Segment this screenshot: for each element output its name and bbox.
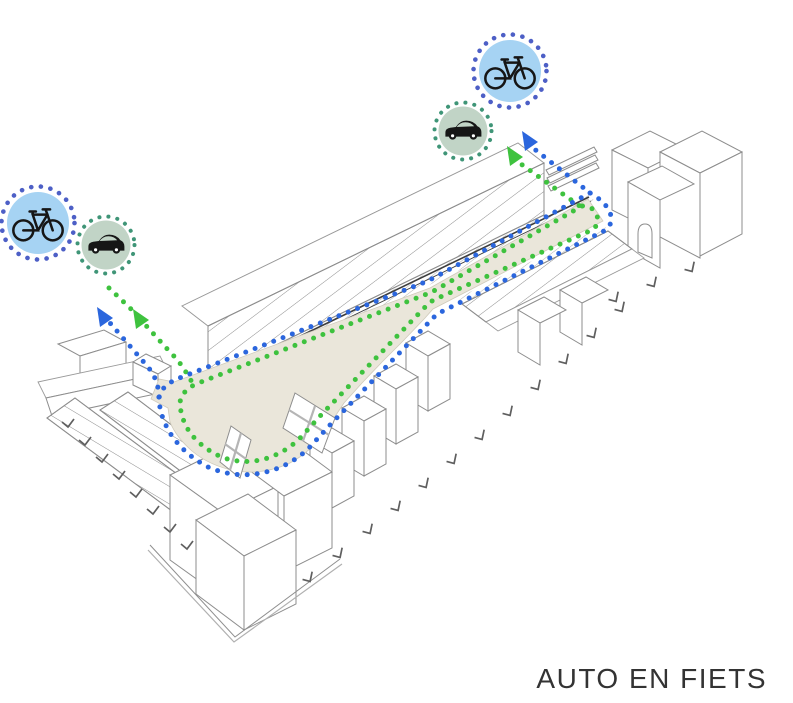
route-auto-loop	[177, 203, 601, 464]
dotted-ring	[75, 214, 137, 276]
plinth-outline	[147, 549, 343, 643]
route-auto-spur-left	[137, 316, 197, 387]
route-arrow-fiets-right	[522, 131, 538, 151]
building-massing	[37, 130, 744, 643]
route-arrow-auto-left	[133, 309, 149, 329]
route-fiets-spur-left	[101, 313, 162, 401]
dotted-ring	[471, 32, 549, 110]
car-icon	[88, 234, 125, 254]
route-fiets-spur-right	[525, 141, 593, 196]
route-arrow-auto-right	[507, 146, 523, 166]
badge-bike-right	[471, 32, 549, 110]
route-arrow-fiets-left	[97, 307, 113, 327]
deck	[150, 198, 604, 479]
bicycle-icon	[12, 208, 64, 242]
car-icon	[445, 120, 482, 140]
routes	[97, 131, 614, 478]
south-row	[458, 225, 645, 366]
dotted-ring	[0, 184, 77, 262]
route-auto-spur-left-tail	[106, 285, 134, 312]
route-auto-spur-right	[511, 156, 584, 210]
arch-doorway	[637, 223, 653, 259]
skylight	[219, 425, 252, 479]
dotted-ring	[432, 100, 494, 162]
caption: AUTO EN FIETS	[536, 663, 767, 694]
badge-bike-left	[0, 184, 77, 262]
right-end-cluster	[606, 130, 744, 305]
badge-car-left	[75, 214, 137, 276]
badge-car-right	[432, 100, 494, 162]
bicycle-icon	[484, 56, 536, 90]
